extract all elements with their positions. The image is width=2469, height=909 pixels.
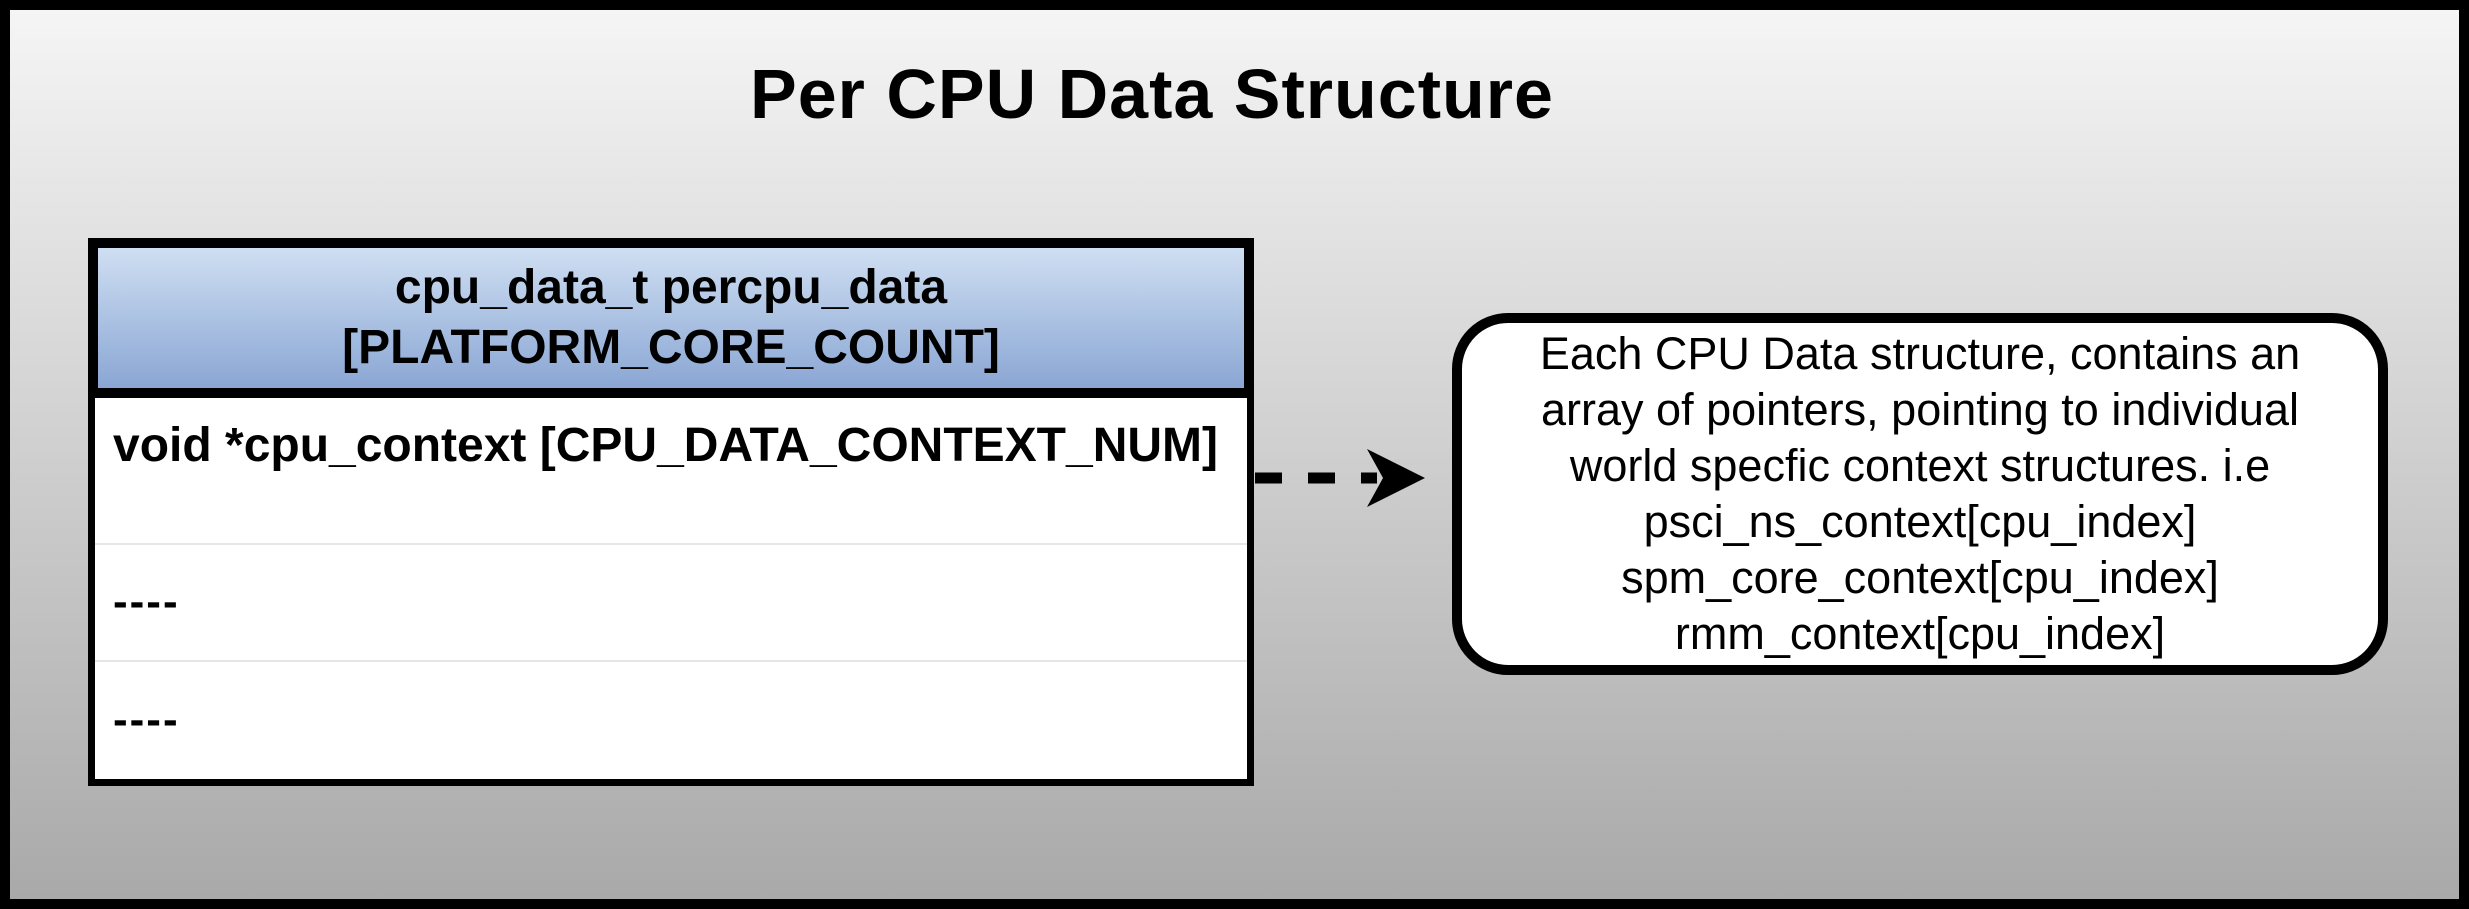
callout-line: Each CPU Data structure, contains an [1539, 328, 2301, 379]
table-header-line2: [PLATFORM_CORE_COUNT] [342, 321, 1000, 374]
table-header-line1: cpu_data_t percpu_data [394, 261, 948, 314]
page-title: Per CPU Data Structure [750, 55, 1554, 133]
callout-line: world specfic context structures. i.e [1569, 440, 2271, 491]
callout-line: array of pointers, pointing to individua… [1541, 384, 2299, 435]
table-row-text: ---- [113, 577, 180, 627]
table-row: ---- [95, 662, 1247, 779]
dashed-arrow-connector [1255, 449, 1425, 507]
table-row-cpu-context: void *cpu_context [CPU_DATA_CONTEXT_NUM] [95, 398, 1247, 545]
callout-line: psci_ns_context[cpu_index] [1643, 496, 2197, 547]
callout-line: spm_core_context[cpu_index] [1621, 552, 2219, 603]
table-header: cpu_data_t percpu_data [PLATFORM_CORE_CO… [88, 238, 1254, 398]
table-body: void *cpu_context [CPU_DATA_CONTEXT_NUM]… [88, 398, 1254, 786]
table-row-text: void *cpu_context [CPU_DATA_CONTEXT_NUM] [113, 419, 1218, 472]
callout-line: rmm_context[cpu_index] [1674, 608, 2166, 659]
arrowhead-icon [1367, 449, 1425, 507]
table-row: ---- [95, 545, 1247, 662]
table-row-text: ---- [113, 695, 180, 745]
percpu-data-table: cpu_data_t percpu_data [PLATFORM_CORE_CO… [88, 238, 1254, 786]
callout-box: Each CPU Data structure, contains an arr… [1452, 313, 2388, 675]
